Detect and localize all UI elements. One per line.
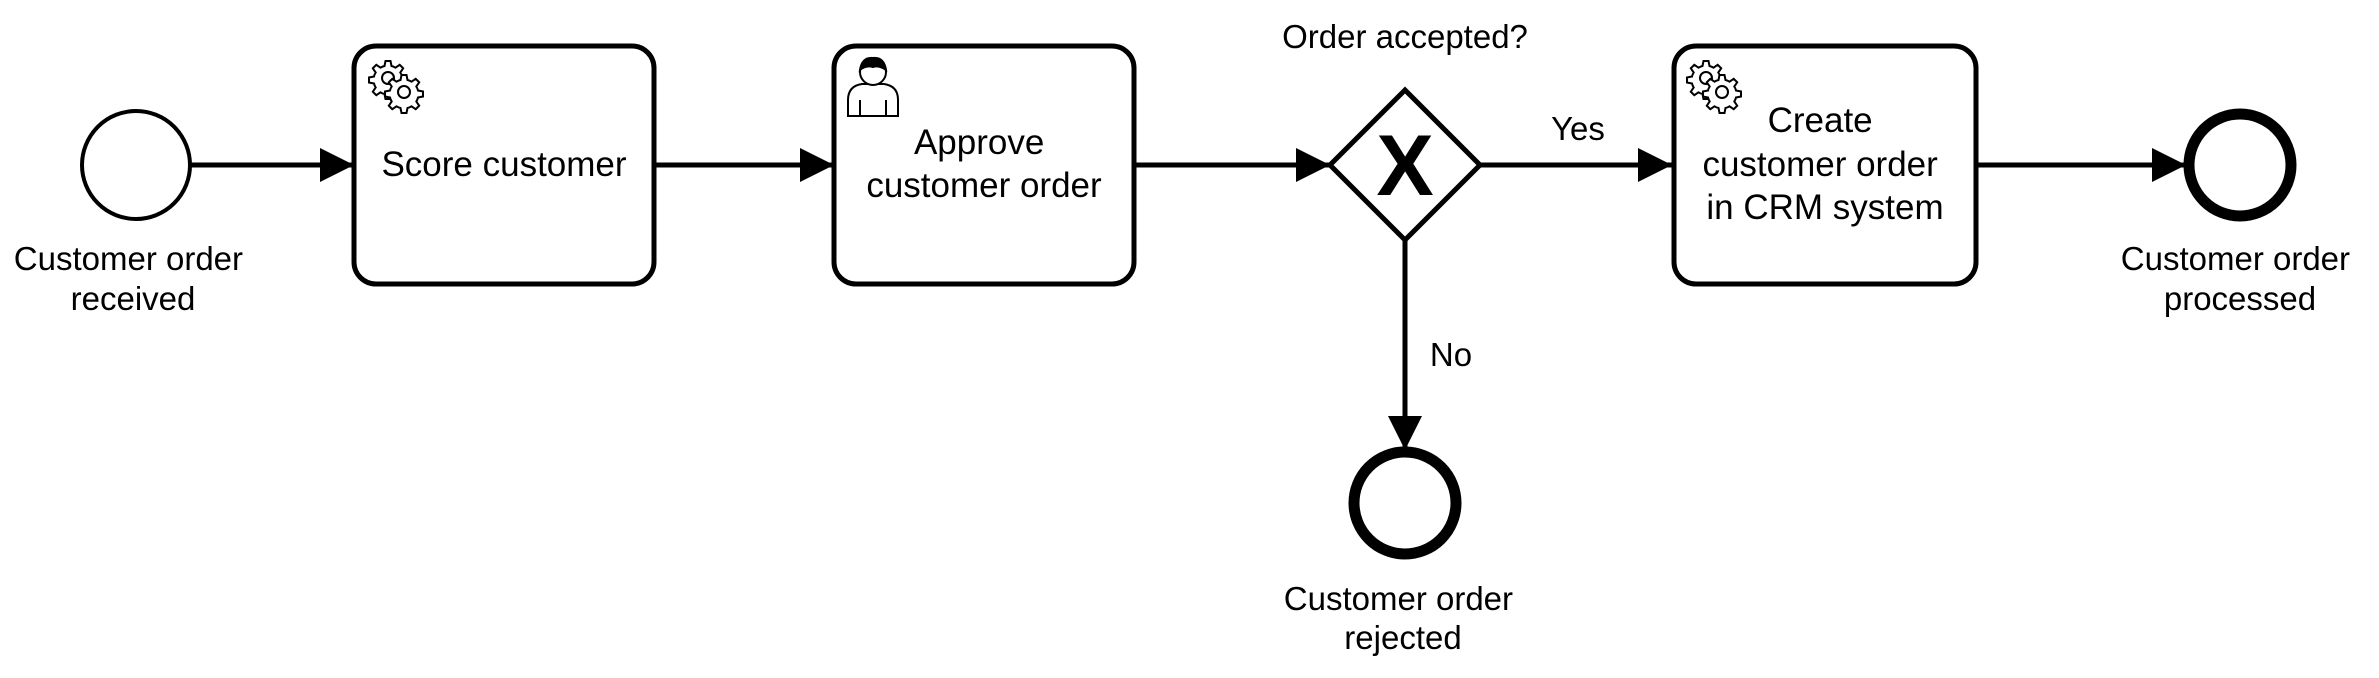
flow-no-label: No (1430, 336, 1472, 373)
start-event-label-line-2: received (71, 280, 196, 317)
end-event-rejected[interactable] (1348, 446, 1462, 560)
end-event-processed-label: Customer order processed (2121, 240, 2359, 317)
task-create-label-line-1: Create (1768, 101, 1873, 140)
task-approve-label-line-1: Approve (914, 123, 1044, 162)
task-score-customer-label: Score customer (381, 145, 626, 184)
user-icon (847, 56, 899, 117)
gear-icon (1686, 60, 1742, 114)
end-event-rejected-label: Customer order rejected (1284, 580, 1522, 656)
start-event-label: Customer order received (14, 240, 252, 317)
task-approve-label-line-2: customer order (866, 166, 1102, 205)
end-rejected-label-line-2: rejected (1344, 619, 1461, 656)
task-create-customer-order[interactable]: Create customer order in CRM system (1671, 43, 1979, 287)
gateway-marker: X (1376, 118, 1433, 214)
end-event-processed[interactable] (2183, 108, 2297, 222)
task-create-label-line-3: in CRM system (1706, 188, 1943, 227)
flow-yes-label: Yes (1551, 110, 1605, 147)
task-score-customer[interactable]: Score customer (351, 43, 657, 287)
task-create-label-line-2: customer order (1702, 145, 1938, 184)
exclusive-gateway[interactable]: X (1326, 86, 1484, 244)
task-create-customer-order-label: Create customer order in CRM system (1702, 101, 1947, 227)
gear-icon (368, 60, 424, 114)
start-event[interactable] (80, 109, 192, 221)
task-approve-customer-order-label: Approve customer order (866, 123, 1102, 205)
gateway-question-label: Order accepted? (1282, 18, 1528, 55)
end-processed-label-line-2: processed (2164, 280, 2316, 317)
task-score-customer-label-line-1: Score customer (381, 145, 626, 184)
task-approve-customer-order[interactable]: Approve customer order (831, 43, 1137, 287)
end-rejected-label-line-1: Customer order (1284, 580, 1513, 617)
end-processed-label-line-1: Customer order (2121, 240, 2350, 277)
start-event-label-line-1: Customer order (14, 240, 243, 277)
